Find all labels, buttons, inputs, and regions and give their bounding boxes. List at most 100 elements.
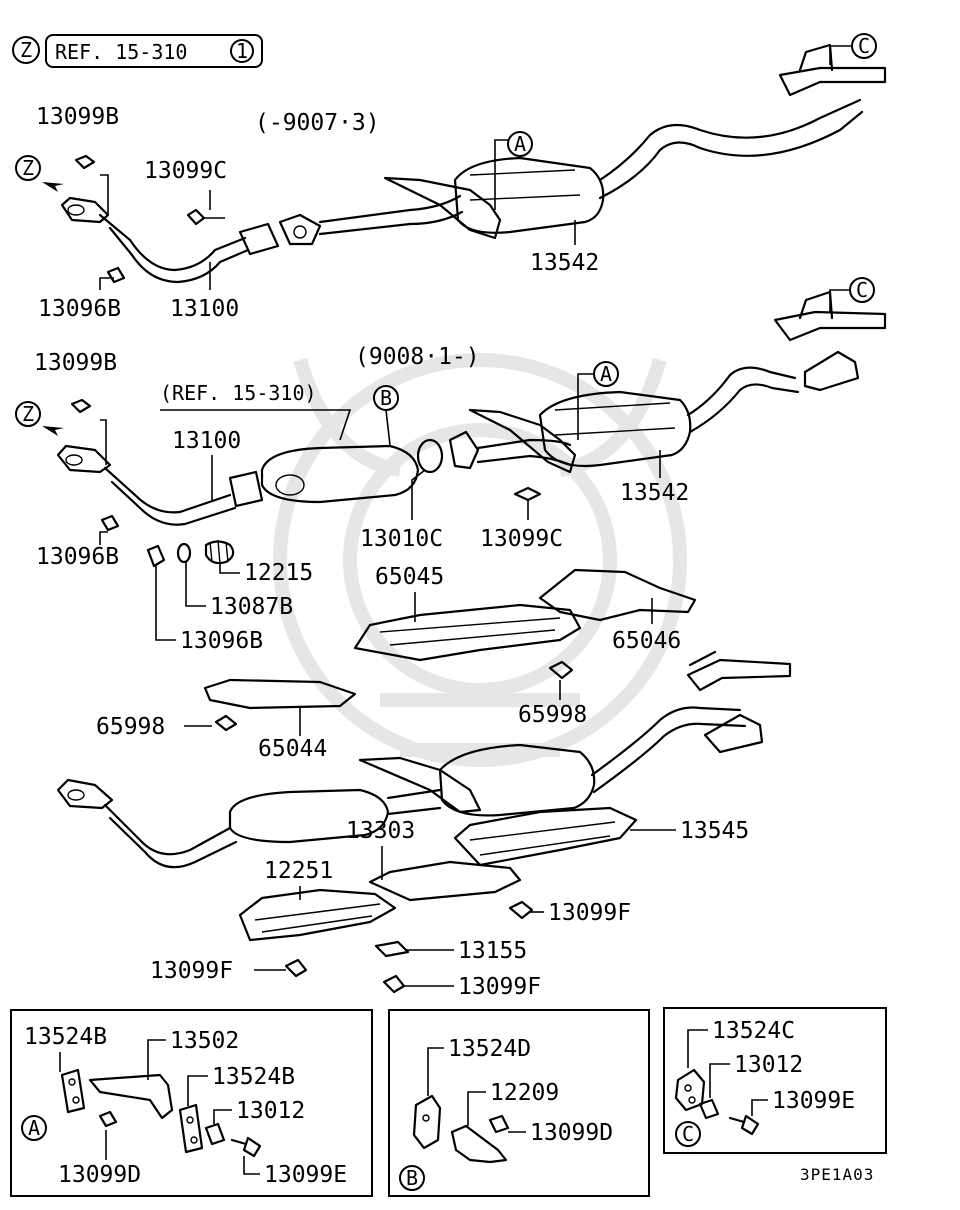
box-a-13524B-1: 13524B	[24, 1024, 107, 1050]
heat-shield-13303	[368, 860, 522, 902]
header-ref: Z REF. 15-310 1	[12, 34, 263, 68]
box-a-13099D: 13099D	[58, 1162, 141, 1188]
z-letter: Z	[20, 38, 32, 62]
part-65998-right: 65998	[518, 702, 587, 728]
ref-15-310-middle: (REF. 15-310)	[160, 381, 317, 405]
upper-variant-label: (-9007·3)	[255, 110, 380, 136]
detail-box-c: C 13524C 13012 13099E	[663, 1007, 887, 1154]
box-c-letter-circle	[675, 1121, 701, 1147]
part-13096B-3: 13096B	[180, 628, 263, 654]
box-c-13012: 13012	[734, 1052, 803, 1078]
pipe-flange-1	[238, 222, 280, 256]
ref-text: REF. 15-310	[55, 40, 187, 64]
ref-num: 1	[236, 39, 248, 63]
box-a-13502: 13502	[170, 1028, 239, 1054]
z-callout-letter-2: Z	[22, 402, 34, 426]
muffler-lower	[438, 743, 596, 817]
ref-num-circle	[230, 39, 254, 63]
insulator-13524B-right	[178, 1103, 204, 1154]
lower-exhaust-assembly: 13303 13545 12251 13099F 13155 13099F 13…	[56, 650, 792, 1000]
box-c-13099E: 13099E	[772, 1088, 855, 1114]
ref-box	[45, 34, 263, 68]
part-13303: 13303	[346, 818, 415, 844]
box-a-13012: 13012	[236, 1098, 305, 1124]
callout-c-letter-2: C	[856, 278, 868, 302]
part-13099F-right: 13099F	[548, 900, 631, 926]
tailpipe-end-lower	[686, 658, 792, 692]
box-a-letter: A	[28, 1116, 40, 1140]
watermark-emblem	[273, 353, 687, 767]
part-13099B: 13099B	[36, 104, 119, 130]
part-13096B: 13096B	[38, 296, 121, 322]
callout-a-letter-2: A	[600, 362, 612, 386]
part-13087B: 13087B	[210, 594, 293, 620]
part-65998-left: 65998	[96, 714, 165, 740]
upper-exhaust-assembly: (-9007·3) Z A C	[15, 33, 887, 322]
ring-13087B	[176, 542, 192, 564]
box-c-13524C: 13524C	[712, 1018, 795, 1044]
part-13099C: 13099C	[144, 158, 227, 184]
clip-13155	[374, 940, 410, 958]
detail-box-a: A 13524B 13502 13524B 13012 13099D 13099…	[10, 1009, 373, 1197]
arrow-icon	[42, 426, 64, 436]
box-b-13524D: 13524D	[448, 1036, 531, 1062]
z-circle-marker	[12, 36, 40, 64]
part-13099F-bottom: 13099F	[458, 974, 541, 1000]
gasket-13010C	[416, 438, 444, 474]
z-callout-letter: Z	[22, 156, 34, 180]
box-b-letter: B	[406, 1166, 418, 1190]
part-13100: 13100	[170, 296, 239, 322]
muffler-13542-upper	[453, 156, 605, 234]
seat-13096B	[146, 544, 166, 568]
part-65046: 65046	[612, 628, 681, 654]
tailpipe-end-upper	[778, 66, 887, 97]
part-12251: 12251	[264, 858, 333, 884]
heat-shield-13545	[453, 806, 638, 867]
box-b-12209: 12209	[490, 1080, 559, 1106]
heat-shields: 65045 65046 65998 65998 65044	[96, 564, 697, 762]
part-13099C-2: 13099C	[480, 526, 563, 552]
collar-13012-c	[698, 1098, 720, 1120]
collar-13012	[204, 1122, 226, 1146]
cat-converter-lower	[228, 788, 390, 844]
part-13545: 13545	[680, 818, 749, 844]
box-b-letter-circle	[399, 1165, 425, 1191]
arrow-icon	[42, 182, 64, 192]
bracket-12209	[450, 1124, 508, 1164]
heat-shield-65046	[538, 568, 697, 622]
part-65044: 65044	[258, 736, 327, 762]
box-a-13524B-2: 13524B	[212, 1064, 295, 1090]
insulator-13524D	[412, 1094, 442, 1150]
middle-exhaust-assembly: (9008·1-) (REF. 15-310) Z	[15, 277, 887, 654]
callout-a-upper	[507, 131, 533, 157]
bracket-13502	[88, 1073, 174, 1120]
part-13099B-2: 13099B	[34, 350, 117, 376]
insulator-13524B-left	[60, 1068, 86, 1114]
callout-a-letter: A	[514, 132, 526, 156]
part-13155: 13155	[458, 938, 527, 964]
z-callout-circle-2	[15, 401, 41, 427]
callout-c-letter: C	[858, 34, 870, 58]
part-13542-2: 13542	[620, 480, 689, 506]
detail-box-b: B 13524D 12209 13099D	[388, 1009, 650, 1197]
heat-shield-12251	[238, 888, 397, 942]
box-b-13099D: 13099D	[530, 1120, 613, 1146]
callout-b-letter: B	[380, 386, 392, 410]
z-callout-circle	[15, 155, 41, 181]
gasket-1	[278, 213, 322, 246]
part-13096B-2: 13096B	[36, 544, 119, 570]
part-13099F-left: 13099F	[150, 958, 233, 984]
part-13010C: 13010C	[360, 526, 443, 552]
middle-variant-label: (9008·1-)	[355, 344, 480, 370]
heat-shield-65044	[203, 678, 357, 710]
muffler-bracket-upper	[383, 176, 502, 240]
box-c-letter: C	[682, 1122, 694, 1146]
heat-shield-65045	[353, 603, 582, 662]
part-12215: 12215	[244, 560, 313, 586]
front-pipe-flange	[60, 196, 110, 224]
part-13542: 13542	[530, 250, 599, 276]
box-a-letter-circle	[21, 1115, 47, 1141]
diagram-code: 3PE1A03	[800, 1165, 874, 1184]
part-13100-2: 13100	[172, 428, 241, 454]
